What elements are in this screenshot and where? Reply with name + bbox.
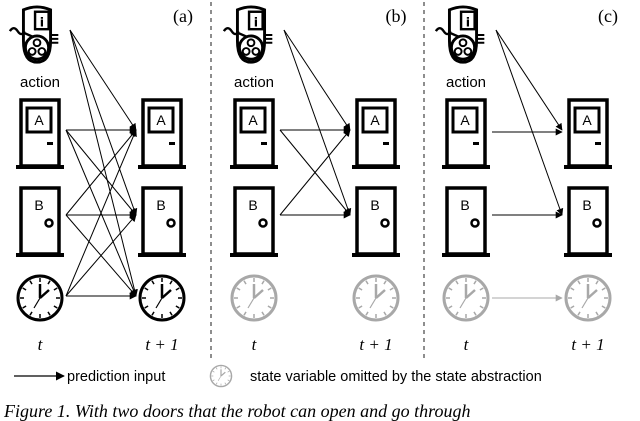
- door-b-label: B: [248, 197, 257, 213]
- arrow-icon: [279, 129, 351, 216]
- clock-omitted-icon: [230, 274, 278, 322]
- clock-next-omitted-icon: [352, 274, 400, 322]
- door-a-icon: [230, 98, 278, 169]
- legend-clock-icon: [209, 364, 233, 388]
- action-label: action: [446, 74, 486, 91]
- door-b-next-label: B: [582, 197, 591, 213]
- clock-icon: [16, 274, 64, 322]
- arrow-icon: [495, 29, 563, 131]
- arrow-icon: [65, 129, 137, 216]
- time-t-label: t: [464, 335, 470, 354]
- robot-icon: [434, 5, 486, 64]
- arrow-icon: [283, 29, 351, 131]
- arrow-icon: [495, 29, 564, 216]
- door-a-next-label: A: [370, 112, 380, 128]
- door-b-label: B: [34, 197, 43, 213]
- door-a-label: A: [34, 112, 44, 128]
- door-b-label: B: [460, 197, 469, 213]
- panel-c: (c) action A B A B t t + 1: [434, 5, 618, 354]
- clock-next-icon: [138, 274, 186, 322]
- door-a-next-label: A: [582, 112, 592, 128]
- clock-next-omitted-icon: [564, 274, 612, 322]
- legend-omitted-text: state variable omitted by the state abst…: [250, 369, 542, 385]
- door-a-icon: [442, 98, 490, 169]
- panel-b: (b) action A B A B t t + 1: [222, 5, 407, 354]
- robot-icon: [222, 5, 274, 64]
- arrows-a: [65, 29, 138, 300]
- action-label: action: [20, 74, 60, 91]
- time-t-label: t: [38, 335, 44, 354]
- arrows-b: [279, 29, 352, 219]
- arrows-c: [492, 29, 564, 219]
- arrow-icon: [69, 29, 138, 216]
- door-a-next-icon: [564, 98, 612, 169]
- door-a-next-icon: [352, 98, 400, 169]
- door-a-label: A: [460, 112, 470, 128]
- arrow-icon: [69, 29, 137, 131]
- time-t1-label: t + 1: [571, 335, 604, 354]
- door-a-label: A: [248, 112, 258, 128]
- panel-a: (a) action A B A B t t + 1: [8, 5, 193, 354]
- arrow-icon: [283, 29, 352, 216]
- arrow-icon: [69, 29, 138, 297]
- panel-label: (b): [386, 6, 407, 27]
- time-t1-label: t + 1: [145, 335, 178, 354]
- time-t1-label: t + 1: [359, 335, 392, 354]
- arrow-icon: [65, 129, 137, 297]
- door-a-next-label: A: [156, 112, 166, 128]
- time-t-label: t: [252, 335, 258, 354]
- legend: prediction input state variable omitted …: [14, 364, 542, 388]
- panel-label: (c): [598, 6, 618, 27]
- robot-icon: [8, 5, 60, 64]
- figure-caption: Figure 1. With two doors that the robot …: [3, 401, 471, 421]
- arrow-icon: [65, 214, 137, 297]
- clock-omitted-icon: [442, 274, 490, 322]
- door-a-next-icon: [138, 98, 186, 169]
- door-b-next-label: B: [370, 197, 379, 213]
- legend-arrow-text: prediction input: [67, 369, 165, 385]
- panel-label: (a): [173, 6, 193, 27]
- door-a-icon: [16, 98, 64, 169]
- door-b-next-label: B: [156, 197, 165, 213]
- action-label: action: [234, 74, 274, 91]
